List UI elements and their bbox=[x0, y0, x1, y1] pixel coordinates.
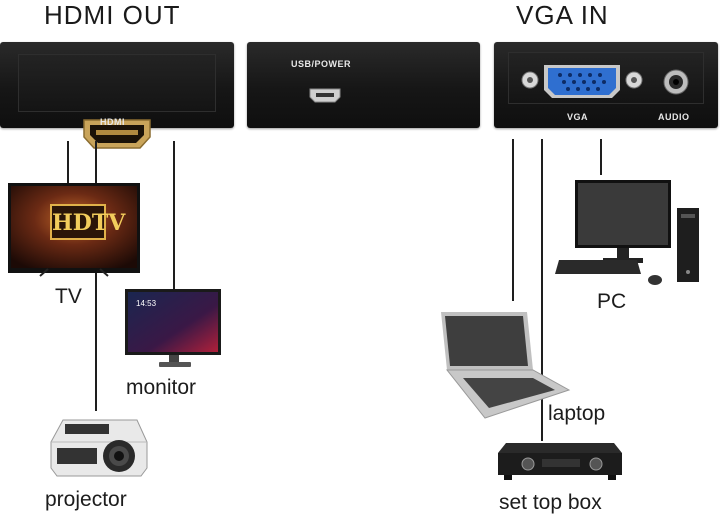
monitor-clock: 14:53 bbox=[136, 299, 157, 308]
monitor-label: monitor bbox=[126, 376, 197, 399]
tv-label: TV bbox=[55, 285, 82, 308]
pc-icon bbox=[555, 180, 699, 285]
usb-power-label: USB/POWER bbox=[291, 59, 352, 69]
pc-label: PC bbox=[597, 290, 627, 313]
hdmi-port-icon bbox=[83, 119, 151, 149]
laptop-icon bbox=[441, 312, 571, 419]
audio-port-label: AUDIO bbox=[658, 112, 690, 122]
monitor-icon bbox=[125, 289, 221, 367]
wire-monitor bbox=[173, 141, 175, 289]
audio-jack-icon bbox=[663, 69, 689, 95]
wire-tv-1 bbox=[67, 141, 69, 183]
vga-in-heading: VGA IN bbox=[516, 0, 609, 30]
vga-port-icon bbox=[521, 65, 643, 98]
set-top-box-label: set top box bbox=[499, 491, 602, 514]
vga-in-panel: VGA AUDIO bbox=[494, 42, 718, 128]
wire-projector bbox=[95, 141, 97, 411]
hdmi-out-panel: HDMI bbox=[0, 42, 234, 149]
usb-power-panel: USB/POWER bbox=[247, 42, 480, 128]
tv-icon bbox=[8, 183, 140, 277]
wire-set-top-box bbox=[541, 139, 543, 441]
wire-laptop bbox=[512, 139, 514, 301]
set-top-box-icon bbox=[498, 443, 622, 480]
hdmi-out-heading: HDMI OUT bbox=[44, 0, 181, 30]
laptop-label: laptop bbox=[548, 402, 606, 425]
vga-port-label: VGA bbox=[567, 112, 589, 122]
projector-label: projector bbox=[45, 488, 127, 511]
projector-icon bbox=[50, 419, 148, 477]
usb-port-icon bbox=[309, 88, 341, 103]
wire-pc bbox=[600, 139, 602, 175]
hdmi-port-label: HDMI bbox=[100, 117, 125, 127]
tv-screen-text: HDTV bbox=[52, 210, 126, 236]
